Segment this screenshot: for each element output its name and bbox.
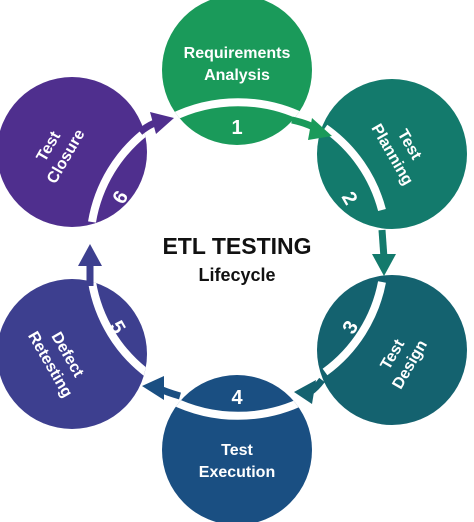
stage-1-arc (169, 98, 307, 122)
stage-5-circle (0, 279, 147, 429)
stage-1-number: 1 (231, 117, 242, 139)
arrow-4-to-5 (142, 376, 181, 400)
arrow-6-to-1-head (150, 112, 174, 134)
stage-6: Test Closure 6 (0, 77, 147, 227)
arrow-3-to-4 (294, 377, 325, 404)
stage-2-circle (317, 79, 467, 229)
stage-4-label-line1: Test (221, 442, 253, 459)
stage-5: Defect Retesting 5 (0, 279, 147, 429)
arrow-5-to-6 (78, 244, 102, 286)
arrow-4-to-5-head (142, 376, 164, 400)
stage-4-number: 4 (231, 387, 243, 409)
arrow-1-to-2 (291, 116, 332, 140)
stage-4-arc (169, 396, 307, 420)
stage-3: Test Design 3 (317, 275, 467, 425)
stage-6-circle (0, 77, 147, 227)
stage-3-circle (317, 275, 467, 425)
stage-3-arc (322, 281, 386, 376)
diagram-subtitle: Lifecycle (198, 265, 275, 285)
stage-2: Test Planning 2 (317, 79, 467, 229)
stage-1: Requirements Analysis 1 (162, 0, 312, 145)
arrow-2-to-3 (372, 229, 396, 276)
diagram-title: ETL TESTING (162, 233, 311, 259)
stage-2-arc (322, 124, 386, 212)
arrow-1-to-2-head (308, 118, 332, 140)
stage-5-arc (88, 281, 147, 378)
arrow-3-to-4-head (294, 380, 316, 404)
arrow-6-to-1 (137, 112, 174, 135)
stage-1-label-line2: Analysis (204, 67, 270, 84)
stage-1-label-line1: Requirements (184, 45, 291, 62)
arrow-2-to-3-head (372, 254, 396, 276)
arrow-5-to-6-head (78, 244, 102, 266)
stage-4-label-line2: Execution (199, 464, 275, 481)
stage-6-arc (88, 126, 147, 223)
stage-4: 4 Test Execution (162, 375, 312, 522)
